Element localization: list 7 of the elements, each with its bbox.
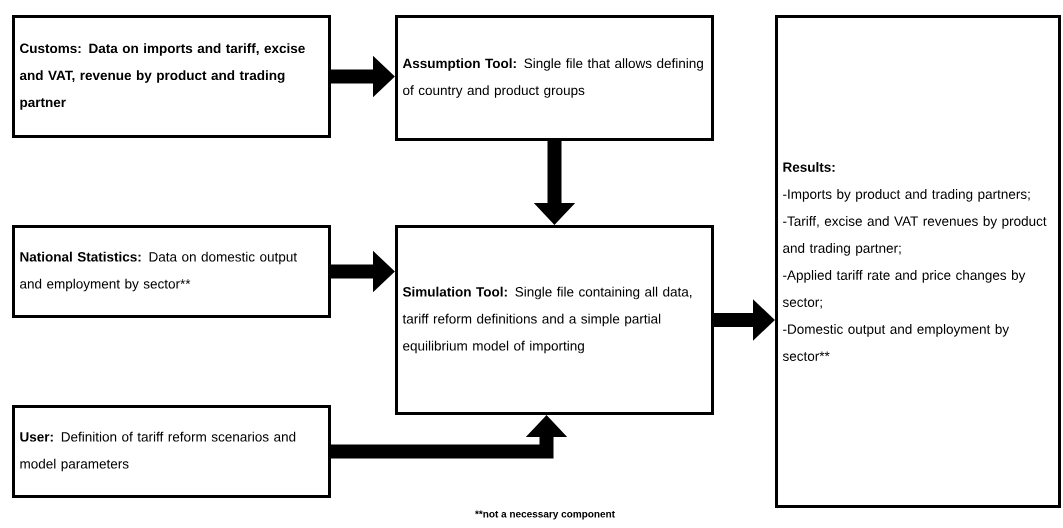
footnote: **not a necessary component — [475, 510, 615, 520]
process-box: Simulation Tool: Single file containing all data, tariff reform definitions and a simple partial equilibrium model of importing — [395, 225, 714, 415]
process-box: Assumption Tool: Single file that allows defining of country and product groups — [395, 15, 714, 141]
process-box: Results: -Imports by product and trading partners; -Tariff, excise and VAT revenues by product and trading partner; -Applied tariff rate and price changes by sector; -Domestic output and employment by sector** — [775, 15, 1061, 508]
process-box: National Statistics: Data on domestic output and employment by sector** — [12, 225, 331, 318]
process-box: User: Definition of tariff reform scenarios and model parameters — [12, 405, 331, 498]
process-box: Customs: Data on imports and tariff, excise and VAT, revenue by product and trading partner — [12, 15, 331, 138]
